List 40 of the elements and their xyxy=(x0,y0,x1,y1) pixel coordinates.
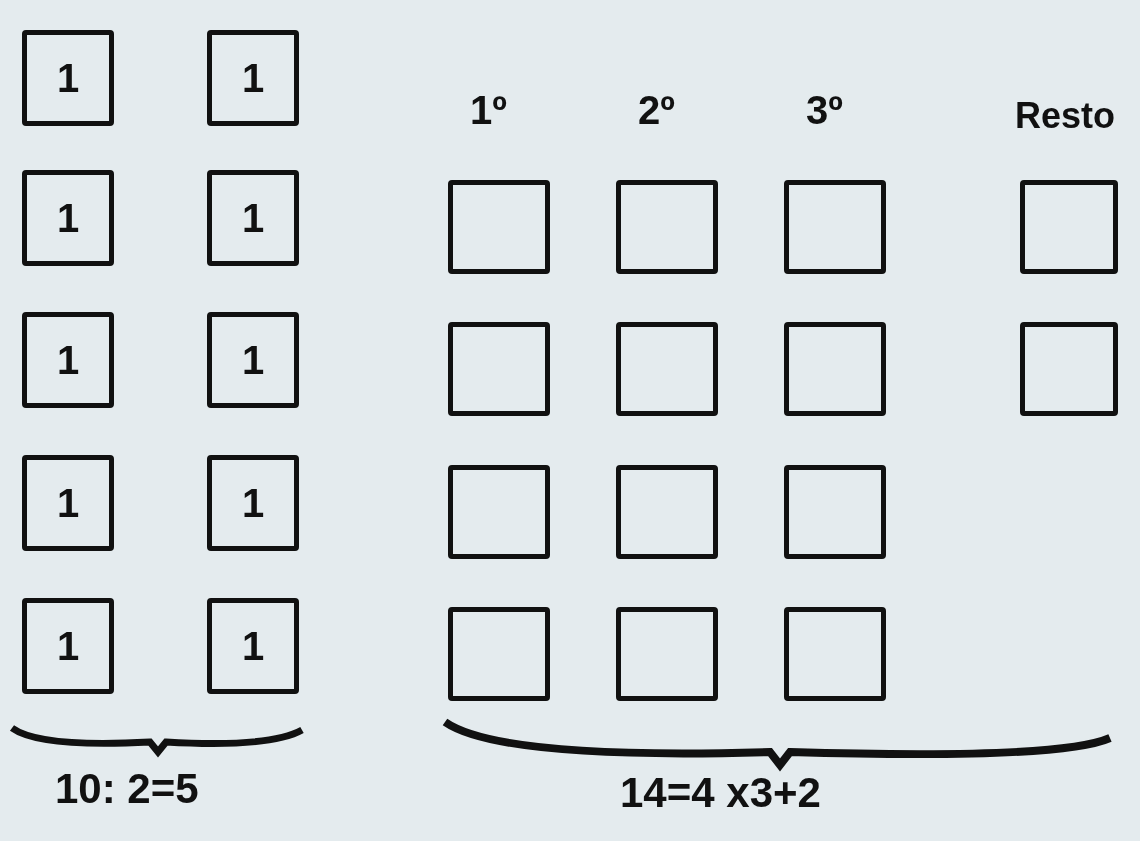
digit: 1 xyxy=(56,626,80,666)
column-heading: Resto xyxy=(1015,98,1116,134)
square-box xyxy=(207,312,299,408)
square-box xyxy=(22,30,114,126)
square-box xyxy=(22,312,114,408)
square-box xyxy=(207,598,299,694)
digit: 1 xyxy=(56,58,80,98)
digit: 1 xyxy=(241,340,265,380)
column-heading: 3º xyxy=(806,90,843,130)
square-box xyxy=(616,180,718,274)
digit: 1 xyxy=(241,58,265,98)
square-box xyxy=(207,170,299,266)
square-box xyxy=(207,455,299,551)
square-box xyxy=(22,598,114,694)
digit: 1 xyxy=(241,483,265,523)
square-box xyxy=(448,465,550,559)
digit: 1 xyxy=(56,483,80,523)
square-box xyxy=(616,465,718,559)
digit: 1 xyxy=(241,198,265,238)
digit: 1 xyxy=(56,198,80,238)
equation: 14=4 x3+2 xyxy=(620,772,821,814)
column-heading: 1º xyxy=(470,90,507,130)
square-box xyxy=(616,322,718,416)
equation: 10: 2=5 xyxy=(55,768,199,810)
square-box xyxy=(784,465,886,559)
square-box xyxy=(22,455,114,551)
square-box xyxy=(207,30,299,126)
square-box xyxy=(448,180,550,274)
square-box xyxy=(784,322,886,416)
digit: 1 xyxy=(241,626,265,666)
square-box xyxy=(1020,322,1118,416)
square-box xyxy=(448,607,550,701)
column-heading: 2º xyxy=(638,90,675,130)
square-box xyxy=(784,180,886,274)
square-box xyxy=(616,607,718,701)
square-box xyxy=(22,170,114,266)
digit: 1 xyxy=(56,340,80,380)
square-box xyxy=(784,607,886,701)
square-box xyxy=(448,322,550,416)
square-box xyxy=(1020,180,1118,274)
